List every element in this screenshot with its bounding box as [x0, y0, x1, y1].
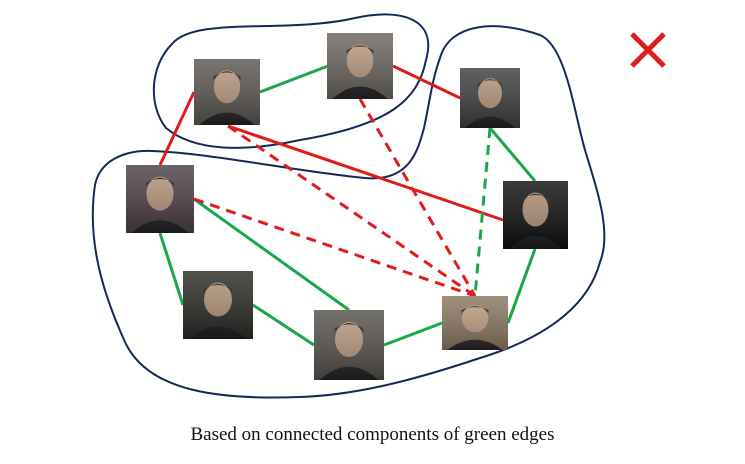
edge-p4-p8-dashed [193, 197, 476, 298]
edge-p5-p8-solid [506, 248, 537, 324]
edges [158, 64, 537, 347]
cross-icon [630, 32, 666, 68]
node-p4-portrait-photo [126, 165, 194, 233]
edge-p1-p8-dashed [227, 124, 476, 298]
node-p8-portrait-photo [442, 296, 508, 350]
edge-p1-p2-solid [259, 64, 329, 94]
cluster-outlines [91, 13, 606, 399]
edge-p3-p5-solid [488, 127, 537, 182]
nodes [126, 33, 568, 380]
edge-p6-p7-solid [252, 303, 315, 347]
node-p6-portrait-photo [183, 271, 253, 339]
node-p2-portrait-photo [327, 33, 393, 99]
edge-p1-p4-solid [158, 91, 196, 166]
edge-p2-p8-dashed [358, 98, 477, 297]
node-p1-portrait-photo [194, 59, 260, 125]
node-p3-portrait-photo [460, 68, 520, 128]
cluster-top-outline [153, 13, 430, 149]
node-p7-portrait-photo [314, 310, 384, 380]
edge-p4-p7-solid [193, 197, 350, 312]
node-p5-portrait-photo [503, 181, 568, 249]
edge-p7-p8-solid [383, 321, 443, 347]
cluster-main-outline [91, 25, 606, 399]
edge-p4-p6-solid [158, 232, 185, 306]
edge-p3-p8-dashed [473, 127, 492, 297]
edge-p2-p3-solid [392, 64, 461, 100]
cross-stroke-b [630, 32, 666, 68]
figure-caption: Based on connected components of green e… [190, 424, 555, 445]
edge-p1-p5-solid [227, 124, 504, 222]
